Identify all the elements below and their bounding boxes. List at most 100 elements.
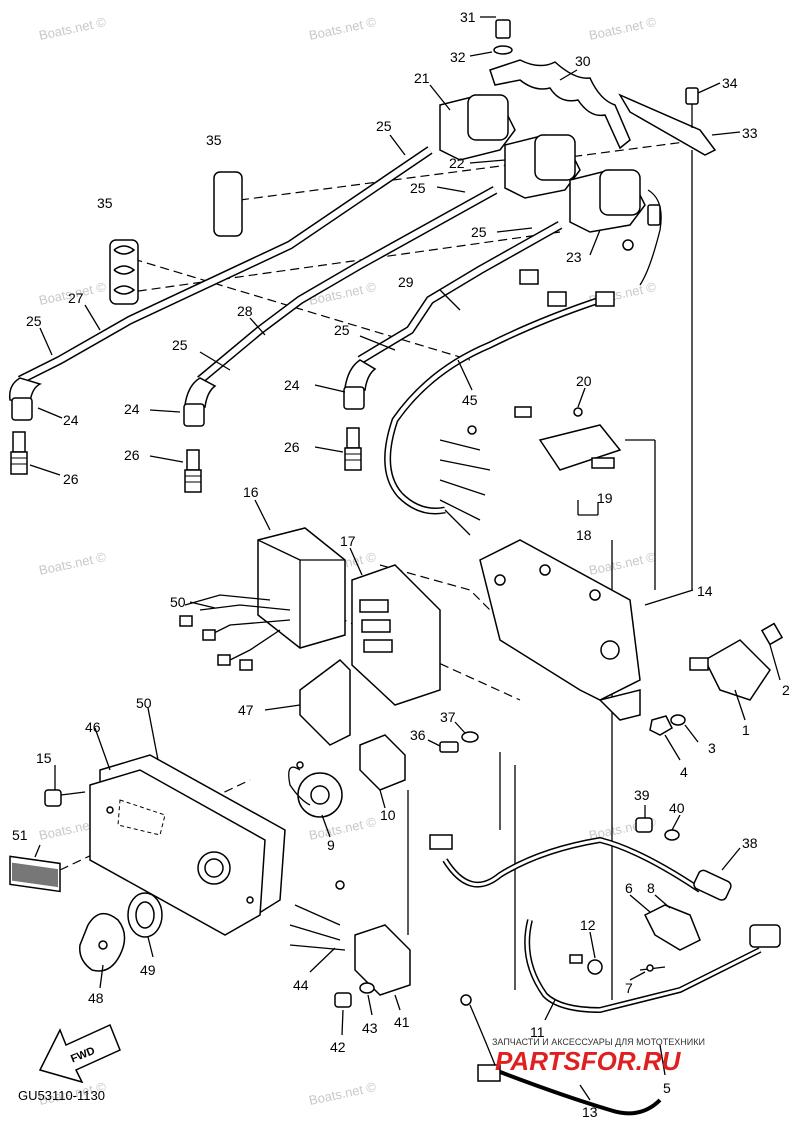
forward-arrow: FWD [38,1023,121,1084]
watermark: Boats.net © [308,1079,378,1108]
callout-7: 7 [625,980,633,996]
callout-35: 35 [206,132,222,148]
watermark: Boats.net © [588,549,658,578]
thermo-switch [514,406,622,471]
label-plate [9,855,61,893]
callout-18: 18 [576,527,592,543]
fuse-holder [639,904,701,972]
ground-plate [618,87,717,156]
callout-6: 6 [625,880,633,896]
callout-46: 46 [85,719,101,735]
callout-21: 21 [414,70,430,86]
callout-51: 51 [12,827,28,843]
callout-25: 25 [471,224,487,240]
callout-25: 25 [376,118,392,134]
callout-44: 44 [293,977,309,993]
spark-plugs [10,427,362,493]
callout-31: 31 [460,9,476,25]
callout-41: 41 [394,1014,410,1030]
callout-25: 25 [172,337,188,353]
callout-5: 5 [663,1080,671,1096]
callout-16: 16 [243,484,259,500]
callout-12: 12 [580,917,596,933]
callout-43: 43 [362,1020,378,1036]
electrical-bracket [479,539,641,721]
cdi-unit [179,527,346,671]
callout-10: 10 [380,807,396,823]
starter-switch [288,761,343,818]
callout-9: 9 [327,837,335,853]
callout-4: 4 [680,764,688,780]
callout-24: 24 [284,377,300,393]
watermark: Boats.net © [308,814,378,843]
callout-26: 26 [124,447,140,463]
wire-lead [460,919,781,1116]
callout-11: 11 [530,1024,545,1040]
callout-36: 36 [410,727,426,743]
watermark: Boats.net © [38,549,108,578]
callout-8: 8 [647,880,655,896]
callout-32: 32 [450,49,466,65]
plug-caps [8,359,377,427]
callout-30: 30 [575,53,591,69]
callout-13: 13 [582,1104,598,1120]
callout-34: 34 [722,75,738,91]
callout-14: 14 [697,583,713,599]
callout-15: 15 [36,750,52,766]
callout-39: 39 [634,787,650,803]
cord-clamps [109,171,243,305]
callout-24: 24 [63,412,79,428]
callout-25: 25 [410,180,426,196]
callout-17: 17 [340,533,356,549]
callout-2: 2 [782,682,790,698]
coil-bracket [489,19,631,150]
shop-name: PARTSFOR.RU [495,1046,682,1076]
diagram-code: GU53110-1130 [18,1088,105,1103]
callout-1: 1 [742,722,750,738]
callout-37: 37 [440,709,456,725]
callout-22: 22 [449,155,465,171]
starter-relay [359,731,479,791]
shop-tagline: ЗАПЧАСТИ И АКСЕССУАРЫ ДЛЯ МОТОТЕХНИКИ [492,1037,705,1047]
callout-40: 40 [669,800,685,816]
callout-33: 33 [742,125,758,141]
grommet [127,892,163,938]
junction-block [289,880,411,1008]
wire-harness [384,269,615,536]
callout-28: 28 [237,303,253,319]
callout-numbers: 31 32 30 34 33 21 25 22 35 25 35 25 23 2… [12,9,790,1120]
callout-42: 42 [330,1039,346,1055]
callout-3: 3 [708,740,716,756]
watermark: Boats.net © [588,14,658,43]
callout-50: 50 [136,695,152,711]
bracket [299,659,351,746]
callout-49: 49 [140,962,156,978]
fuse [569,954,603,975]
callout-24: 24 [124,401,140,417]
watermark: Boats.net © [308,14,378,43]
callout-35: 35 [97,195,113,211]
callout-26: 26 [284,439,300,455]
callout-27: 27 [68,290,84,306]
pulser-sensor [649,622,784,736]
callout-19: 19 [597,490,613,506]
callout-47: 47 [238,702,254,718]
callout-25: 25 [334,322,350,338]
watermark: Boats.net © [38,14,108,43]
callout-50: 50 [170,594,186,610]
callout-26: 26 [63,471,79,487]
callout-20: 20 [576,373,592,389]
high-tension-cords [17,146,563,385]
callout-25: 25 [26,313,42,329]
callout-23: 23 [566,249,582,265]
battery-cable [429,817,732,901]
shop-logo: ЗАПЧАСТИ И АКСЕССУАРЫ ДЛЯ МОТОТЕХНИКИ PA… [492,1037,705,1076]
rectifier-regulator [351,564,441,706]
cover-plate [89,754,286,936]
callout-45: 45 [462,392,478,408]
callout-29: 29 [398,274,414,290]
bolt [44,789,86,807]
cap [79,912,126,972]
callout-48: 48 [88,990,104,1006]
